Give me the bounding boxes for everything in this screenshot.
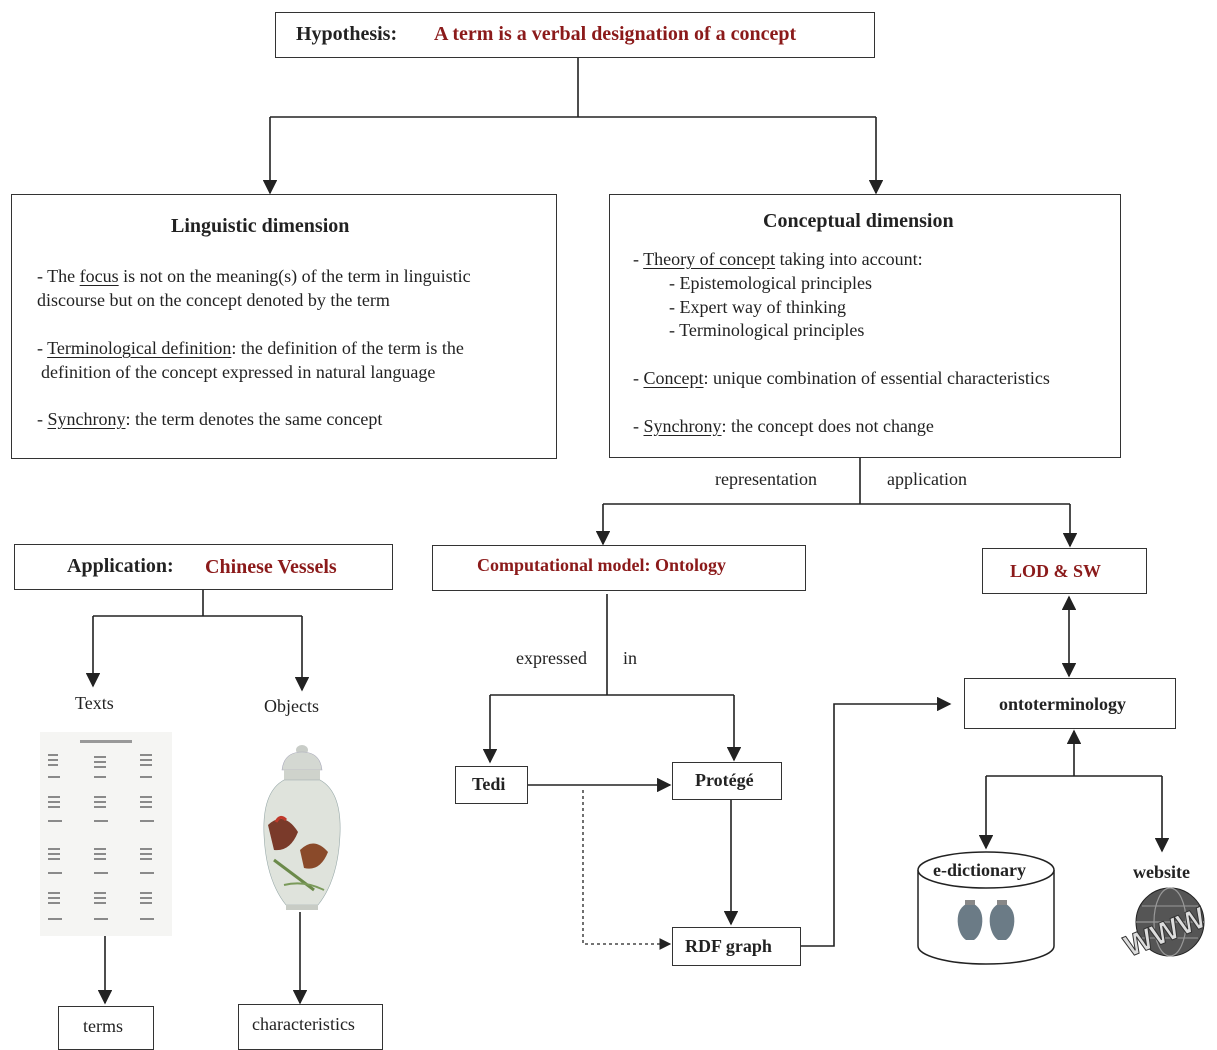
characteristics-box bbox=[238, 1004, 383, 1050]
rdf-graph-label: RDF graph bbox=[685, 936, 772, 956]
conceptual-point-theory: - Theory of concept taking into account: bbox=[633, 249, 923, 269]
ontoterminology-label: ontoterminology bbox=[999, 694, 1126, 714]
application-box bbox=[14, 544, 393, 590]
linguistic-point-synchrony: - Synchrony: the term denotes the same c… bbox=[37, 409, 383, 429]
ontoterminology-box bbox=[964, 678, 1176, 729]
linguistic-point-focus-cont: discourse but on the concept denoted by … bbox=[37, 290, 390, 310]
conceptual-point-synchrony: - Synchrony: the concept does not change bbox=[633, 416, 934, 436]
tedi-box bbox=[455, 766, 528, 804]
objects-label: Objects bbox=[264, 696, 319, 716]
terms-box bbox=[58, 1006, 154, 1050]
linguistic-point-definition-cont: definition of the concept expressed in n… bbox=[41, 362, 436, 382]
texts-label: Texts bbox=[75, 693, 114, 713]
computational-model-box bbox=[432, 545, 806, 591]
protege-label: Protégé bbox=[695, 770, 754, 790]
hypothesis-label: Hypothesis: bbox=[296, 23, 398, 45]
text-document-image bbox=[40, 732, 172, 936]
application-label: Application: bbox=[67, 555, 174, 577]
linguistic-point-definition: - Terminological definition: the definit… bbox=[37, 338, 464, 358]
application-value: Chinese Vessels bbox=[205, 556, 337, 578]
hypothesis-box bbox=[275, 12, 875, 58]
computational-model-label: Computational model: Ontology bbox=[477, 555, 727, 575]
label-expressed: expressed bbox=[516, 648, 587, 668]
vase-thumbnails bbox=[957, 900, 1015, 940]
rdf-graph-box bbox=[672, 927, 801, 966]
label-in: in bbox=[623, 648, 638, 668]
protege-box bbox=[672, 762, 782, 800]
globe-www-icon: WWW bbox=[1119, 887, 1212, 964]
terms-label: terms bbox=[83, 1016, 123, 1036]
e-dictionary-cylinder bbox=[917, 851, 1055, 965]
linguistic-title: Linguistic dimension bbox=[171, 215, 350, 237]
characteristics-label: characteristics bbox=[252, 1014, 355, 1034]
e-dictionary-label: e-dictionary bbox=[933, 860, 1026, 880]
conceptual-dimension-box bbox=[609, 194, 1121, 458]
lod-sw-label: LOD & SW bbox=[1010, 561, 1102, 581]
lod-sw-box bbox=[982, 548, 1147, 594]
hypothesis-text: A term is a verbal designation of a conc… bbox=[434, 23, 797, 45]
conceptual-title: Conceptual dimension bbox=[763, 210, 954, 232]
linguistic-point-focus: - The focus is not on the meaning(s) of … bbox=[37, 266, 471, 286]
website-label: website bbox=[1133, 862, 1190, 882]
conceptual-bullet: - Expert way of thinking bbox=[669, 297, 846, 317]
tedi-label: Tedi bbox=[472, 774, 506, 794]
vase-image bbox=[263, 745, 341, 910]
linguistic-dimension-box bbox=[11, 194, 557, 459]
label-representation: representation bbox=[715, 469, 817, 489]
conceptual-bullet: - Terminological principles bbox=[669, 320, 865, 340]
conceptual-bullet: - Epistemological principles bbox=[669, 273, 872, 293]
conceptual-point-concept: - Concept: unique combination of essenti… bbox=[633, 368, 1050, 388]
label-application: application bbox=[887, 469, 967, 489]
